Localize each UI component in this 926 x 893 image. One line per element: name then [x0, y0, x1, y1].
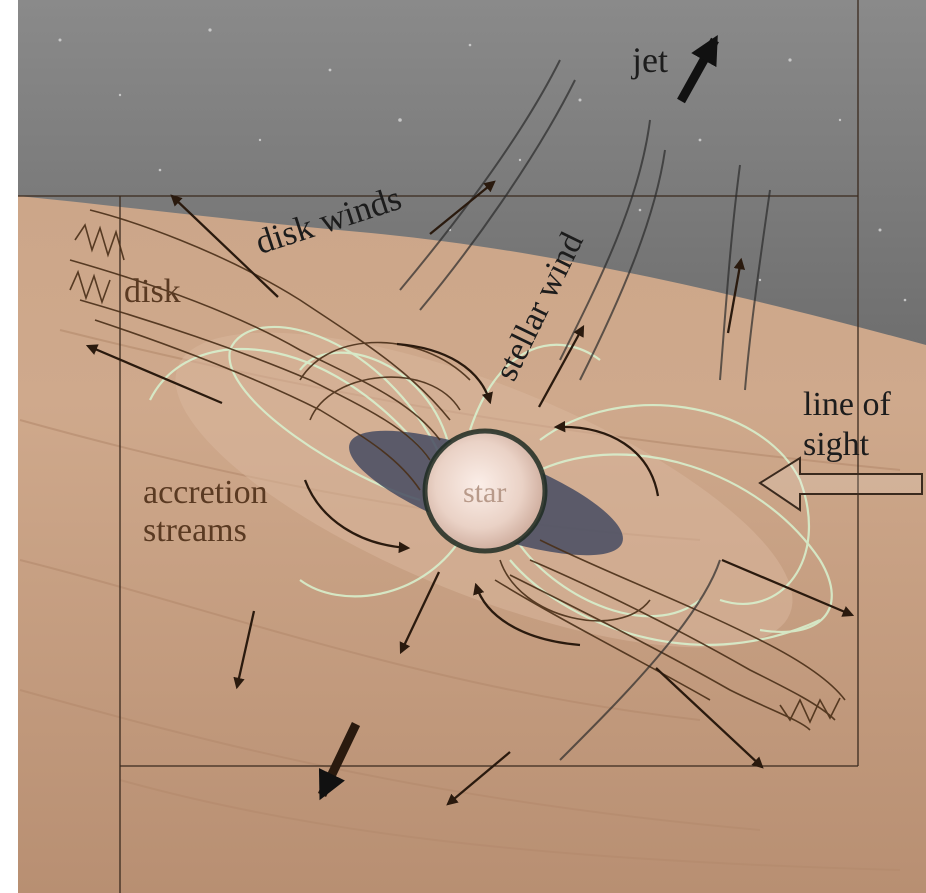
- disk-label: disk: [124, 273, 181, 310]
- accretion-label-line1: accretion: [143, 474, 268, 511]
- frame-lines: [18, 0, 859, 893]
- background-stars: [58, 28, 907, 302]
- jet-streaks: [399, 59, 771, 761]
- accretion-label-line2: streams: [143, 512, 247, 549]
- line-of-sight-label-line2: sight: [803, 426, 870, 463]
- magnetic-field-lines: [149, 325, 833, 646]
- accretion-stream-arrows: [303, 342, 660, 647]
- line-of-sight-arrow: [758, 456, 923, 512]
- outflow-arrows: [85, 180, 855, 806]
- jet-arrows: [317, 34, 719, 801]
- left-margin: [0, 0, 18, 893]
- star-outline: [422, 428, 548, 554]
- sky-background: [18, 0, 926, 345]
- disk-wind-sketch-lower: [494, 539, 846, 731]
- star-body: [425, 431, 545, 551]
- disk-wind-sketch-upper: [69, 209, 471, 491]
- jet-label: jet: [632, 40, 668, 80]
- star-label: star: [463, 476, 507, 509]
- line-of-sight-label-line1: line of: [803, 386, 891, 423]
